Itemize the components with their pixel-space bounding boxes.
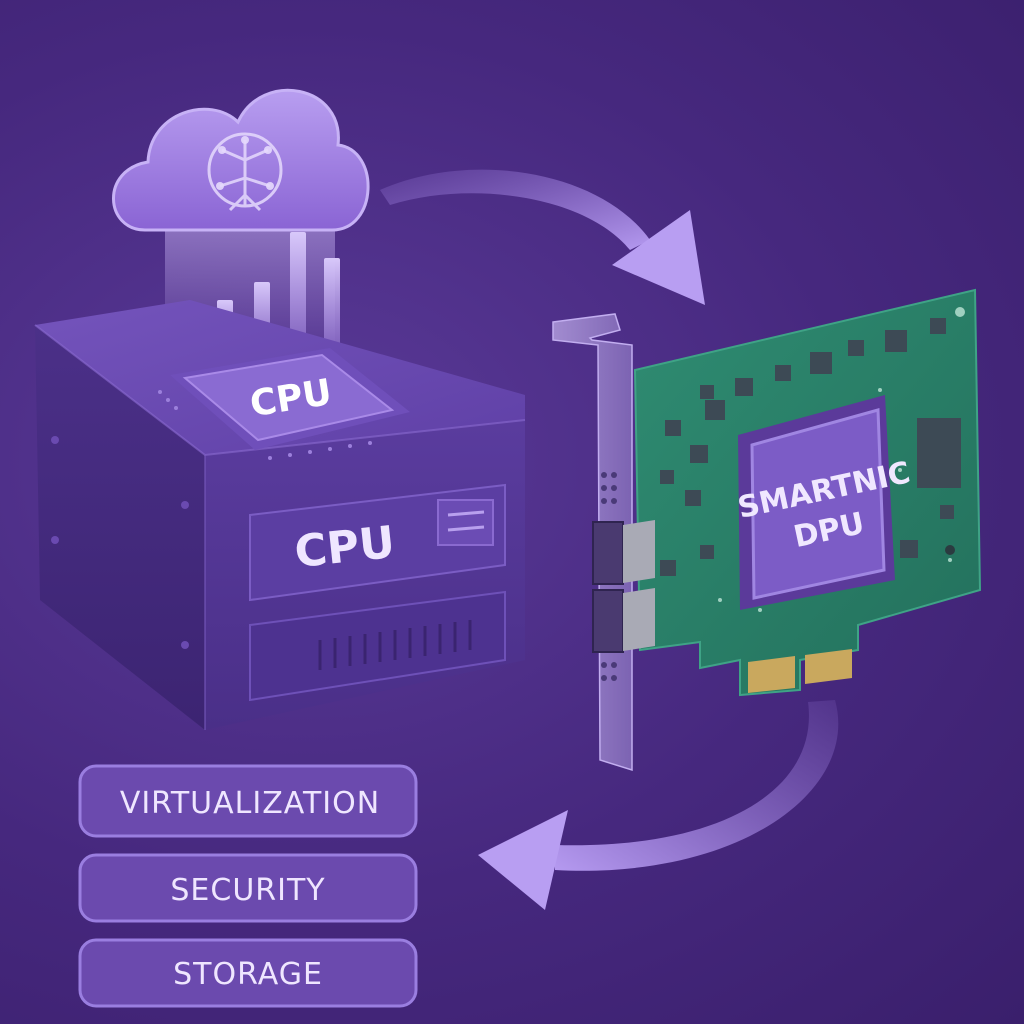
- feature-pill-security: SECURITY: [78, 853, 418, 923]
- feature-label-security: SECURITY: [170, 873, 325, 908]
- feature-pill-virtualization: VIRTUALIZATION: [78, 764, 418, 838]
- feature-label-virtualization: VIRTUALIZATION: [120, 786, 380, 821]
- cpu-panel-label: CPU: [292, 517, 397, 578]
- pcie-card: [633, 288, 982, 697]
- cpu-chip: [158, 348, 410, 460]
- server-box: [34, 300, 526, 730]
- curved-arrow-right-icon: [380, 169, 705, 305]
- cloud-circuit-icon: [112, 88, 370, 232]
- feature-label-storage: STORAGE: [173, 957, 323, 992]
- curved-arrow-left-icon: [478, 700, 839, 910]
- feature-pill-storage: STORAGE: [78, 938, 418, 1008]
- pcie-bracket: [552, 313, 655, 772]
